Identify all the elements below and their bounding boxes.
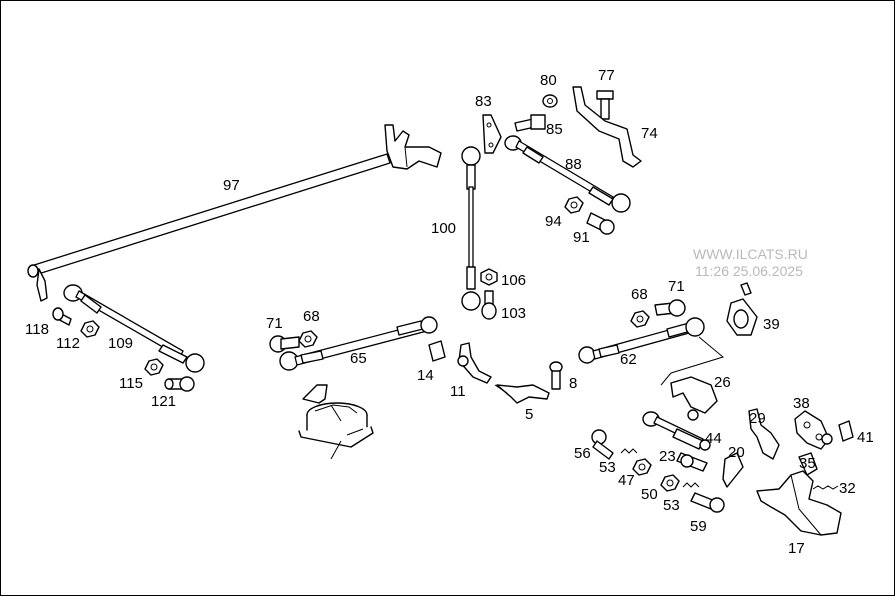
callout-109: 109 (108, 335, 133, 352)
callout-71-left: 71 (266, 315, 283, 332)
callout-68-left: 68 (303, 308, 320, 325)
callout-53-lower: 53 (663, 497, 680, 514)
linkage-38-part (794, 410, 854, 450)
callout-115: 115 (119, 375, 143, 392)
callout-39: 39 (763, 316, 780, 333)
rod-109-part (52, 284, 205, 392)
callout-38: 38 (793, 395, 810, 412)
callout-106: 106 (501, 272, 526, 289)
clamp-39-part (726, 282, 758, 336)
callout-71-right: 71 (668, 278, 685, 295)
callout-85: 85 (546, 121, 563, 138)
callout-44: 44 (705, 430, 722, 447)
rod-65-part (269, 316, 438, 371)
watermark-site: WWW.ILCATS.RU (693, 246, 808, 262)
callout-8: 8 (569, 375, 577, 392)
rod-100-part (461, 146, 498, 320)
callout-14: 14 (417, 367, 434, 384)
callout-88: 88 (565, 156, 582, 173)
watermark: WWW.ILCATS.RU 11:26 25.06.2025 (693, 246, 808, 279)
callout-11: 11 (450, 383, 466, 400)
callout-100: 100 (431, 220, 456, 237)
rod-62-part (578, 299, 725, 386)
lever-26-part (642, 376, 718, 451)
callout-80: 80 (540, 72, 557, 89)
callout-20: 20 (728, 444, 745, 461)
small-parts-group (591, 429, 725, 513)
bracket-83-part (482, 86, 642, 168)
callout-91: 91 (573, 229, 590, 246)
callout-5: 5 (525, 406, 533, 423)
callout-50: 50 (641, 486, 658, 503)
callout-68-right: 68 (631, 286, 648, 303)
callout-17: 17 (788, 540, 805, 557)
callout-74: 74 (641, 125, 658, 142)
watermark-timestamp: 11:26 25.06.2025 (695, 263, 803, 279)
callout-26: 26 (714, 374, 731, 391)
bracket-29-part (722, 408, 780, 488)
lever-11-part (428, 340, 563, 404)
callout-29: 29 (749, 410, 766, 427)
callout-47: 47 (618, 472, 635, 489)
callout-41: 41 (857, 429, 874, 446)
callout-77: 77 (598, 67, 615, 84)
callout-118: 118 (25, 321, 49, 338)
callout-35: 35 (799, 455, 816, 472)
rod-88-part (504, 135, 631, 235)
callout-97: 97 (223, 177, 240, 194)
callout-112: 112 (56, 335, 80, 352)
callout-53-upper: 53 (599, 459, 616, 476)
callout-32: 32 (839, 480, 856, 497)
cross-shaft-part (27, 124, 442, 302)
callout-83: 83 (475, 93, 492, 110)
callout-94: 94 (545, 213, 562, 230)
callout-59: 59 (690, 518, 707, 535)
callout-121: 121 (151, 393, 176, 410)
callout-23: 23 (659, 448, 676, 465)
callout-labels: 97 83 80 77 85 74 88 100 106 103 94 91 1… (25, 67, 874, 557)
callout-62: 62 (620, 351, 637, 368)
callout-103: 103 (501, 305, 526, 322)
actuator-motor-part (298, 384, 374, 460)
callout-56: 56 (574, 445, 591, 462)
callout-65: 65 (350, 350, 367, 367)
bracket-17-part (756, 452, 842, 536)
